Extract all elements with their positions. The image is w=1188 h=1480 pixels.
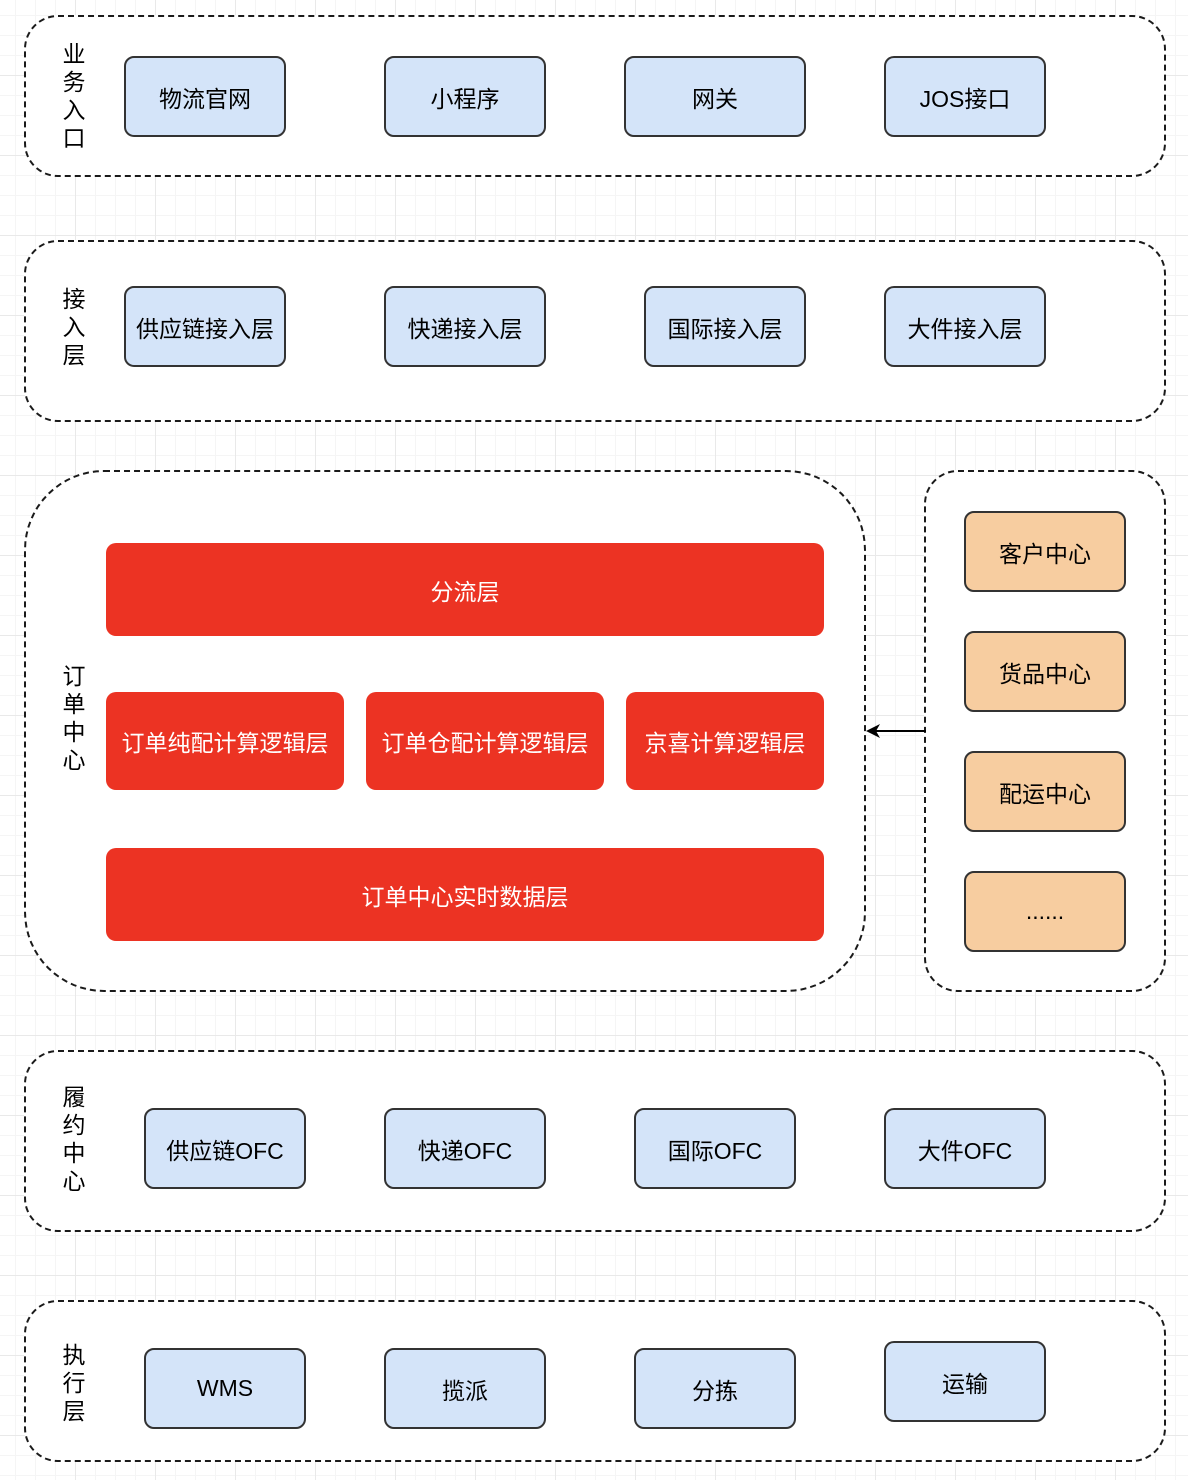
warehouse-delivery-logic-block: 订单仓配计算逻辑层 (366, 692, 604, 790)
exec-transport: 运输 (884, 1341, 1046, 1422)
ofc-bulky: 大件OFC (884, 1108, 1046, 1189)
more-centers-box: ...... (964, 871, 1126, 952)
ofc-express: 快递OFC (384, 1108, 546, 1189)
business-entry-label: 业务入口 (62, 41, 86, 151)
pure-delivery-logic-block: 订单纯配计算逻辑层 (106, 692, 344, 790)
ofc-international: 国际OFC (634, 1108, 796, 1189)
arrow-to-order-center (866, 724, 926, 738)
entry-gateway: 网关 (624, 56, 806, 137)
access-supply-chain: 供应链接入层 (124, 286, 286, 367)
exec-wms: WMS (144, 1348, 306, 1429)
access-layer-label: 接入层 (62, 286, 86, 368)
jingxi-logic-block: 京喜计算逻辑层 (626, 692, 824, 790)
ofc-supply-chain: 供应链OFC (144, 1108, 306, 1189)
delivery-center-box: 配运中心 (964, 751, 1126, 832)
customer-center-box: 客户中心 (964, 511, 1126, 592)
access-international: 国际接入层 (644, 286, 806, 367)
access-bulky: 大件接入层 (884, 286, 1046, 367)
goods-center-box: 货品中心 (964, 631, 1126, 712)
entry-mini-program: 小程序 (384, 56, 546, 137)
access-express: 快递接入层 (384, 286, 546, 367)
realtime-data-layer-block: 订单中心实时数据层 (106, 848, 824, 941)
execution-layer-label: 执行层 (62, 1342, 86, 1424)
exec-sorting: 分拣 (634, 1348, 796, 1429)
entry-logistics-website: 物流官网 (124, 56, 286, 137)
entry-jos-api: JOS接口 (884, 56, 1046, 137)
exec-pickup-delivery: 揽派 (384, 1348, 546, 1429)
order-center-label: 订单中心 (62, 663, 86, 773)
split-layer-block: 分流层 (106, 543, 824, 636)
fulfillment-center-label: 履约中心 (62, 1084, 86, 1194)
